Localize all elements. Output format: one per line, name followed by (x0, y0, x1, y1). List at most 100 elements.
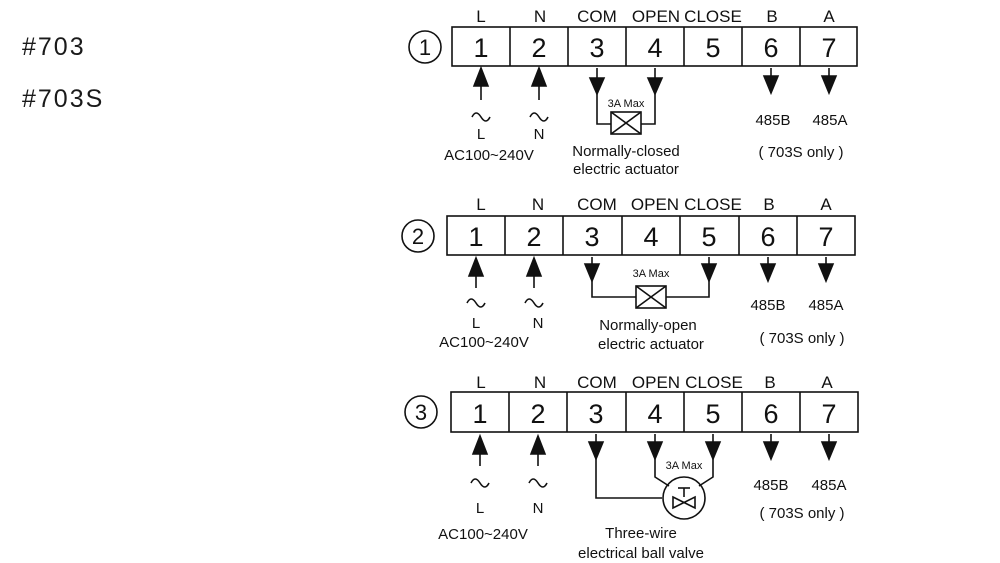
terminal-numbers: 1 2 3 4 5 6 7 (473, 33, 836, 63)
terminal-number: 1 (473, 33, 488, 63)
voltage-label: AC100~240V (439, 334, 529, 351)
terminal-header-a: A (821, 373, 833, 392)
power-input (466, 255, 544, 308)
terminal-header-n: N (534, 373, 546, 392)
terminal-header-b: B (764, 373, 775, 392)
terminal-header-com: COM (577, 373, 617, 392)
terminal-header-open: OPEN (632, 7, 680, 26)
arrow-down-icon (646, 77, 664, 96)
ac-wave-icon (529, 112, 549, 122)
terminal-header-l: L (476, 7, 485, 26)
arrow-down-icon (583, 263, 601, 284)
terminal-number: 4 (647, 33, 662, 63)
arrow-down-icon (646, 441, 664, 462)
rs485-a-label: 485A (811, 477, 846, 494)
terminal-number: 2 (530, 399, 545, 429)
diagram-number: 2 (412, 224, 424, 249)
terminal-header-l: L (476, 195, 485, 214)
load-label-line1: Normally-closed (572, 143, 680, 160)
rs485-note: ( 703S only ) (759, 330, 844, 347)
terminal-number: 2 (531, 33, 546, 63)
rs485-b-label: 485B (750, 297, 785, 314)
rs485-output (759, 257, 835, 284)
terminal-numbers: 1 2 3 4 5 6 7 (468, 222, 833, 252)
ac-wave-icon (470, 478, 490, 488)
ac-wave-icon (471, 112, 491, 122)
load-rating: 3A Max (608, 98, 645, 110)
terminal-header-close: CLOSE (684, 195, 742, 214)
rs485-output (762, 434, 838, 462)
arrow-down-icon (759, 263, 777, 284)
terminal-block (451, 26, 858, 67)
terminal-number: 5 (705, 399, 720, 429)
ball-valve-icon (662, 476, 706, 520)
rs485-output (762, 68, 838, 96)
terminal-number: 7 (821, 399, 836, 429)
load-label-line2: electric actuator (573, 161, 679, 178)
terminal-header-l: L (476, 373, 485, 392)
load-label-line1: Normally-open (599, 317, 697, 334)
arrow-down-icon (704, 441, 722, 462)
load-wiring (583, 257, 718, 309)
terminal-headers: L N COM OPEN CLOSE B A (476, 195, 832, 214)
diagram-number-circle (408, 30, 442, 64)
ac-wave-icon (524, 298, 544, 308)
diagram-number-circle (401, 219, 435, 253)
wiring-diagram-3: L N COM OPEN CLOSE B A 3 1 2 3 4 5 6 7 (404, 373, 859, 562)
arrow-up-icon (471, 433, 489, 455)
terminal-number: 7 (821, 33, 836, 63)
diagram-number-circle (404, 395, 438, 429)
arrow-down-icon (820, 441, 838, 462)
power-l-label: L (476, 500, 484, 517)
terminal-number: 3 (588, 399, 603, 429)
power-input (470, 433, 548, 488)
diagram-number: 1 (419, 35, 431, 60)
wiring-diagram-1: L N COM OPEN CLOSE B A 1 1 2 3 4 5 6 7 (408, 7, 858, 178)
load-wiring (587, 434, 722, 520)
power-input (471, 65, 549, 122)
terminal-number: 6 (760, 222, 775, 252)
load-label-line2: electrical ball valve (578, 545, 704, 562)
terminal-headers: L N COM OPEN CLOSE B A (476, 373, 833, 392)
load-label-line1: Three-wire (605, 525, 677, 542)
terminal-header-a: A (823, 7, 835, 26)
rs485-a-label: 485A (812, 112, 847, 129)
terminal-header-open: OPEN (632, 373, 680, 392)
terminal-number: 1 (468, 222, 483, 252)
voltage-label: AC100~240V (438, 526, 528, 543)
arrow-down-icon (700, 263, 718, 284)
terminal-headers: L N COM OPEN CLOSE B A (476, 7, 835, 26)
arrow-down-icon (762, 441, 780, 462)
rs485-note: ( 703S only ) (759, 505, 844, 522)
power-n-label: N (533, 315, 544, 332)
power-l-label: L (472, 315, 480, 332)
arrow-down-icon (587, 441, 605, 462)
model-label: #703 (22, 33, 86, 61)
power-n-label: N (533, 500, 544, 517)
load-rating: 3A Max (666, 460, 703, 472)
actuator-icon (610, 111, 642, 135)
arrow-down-icon (588, 77, 606, 96)
power-l-label: L (477, 126, 485, 143)
terminal-header-b: B (766, 7, 777, 26)
terminal-number: 7 (818, 222, 833, 252)
terminal-header-n: N (534, 7, 546, 26)
arrow-down-icon (820, 75, 838, 96)
terminal-block (450, 391, 859, 433)
terminal-number: 4 (643, 222, 658, 252)
terminal-number: 2 (526, 222, 541, 252)
terminal-header-close: CLOSE (684, 7, 742, 26)
load-rating: 3A Max (633, 268, 670, 280)
terminal-number: 6 (763, 33, 778, 63)
actuator-icon (635, 285, 667, 309)
terminal-numbers: 1 2 3 4 5 6 7 (472, 399, 836, 429)
model-label: #703S (22, 85, 105, 113)
arrow-up-icon (530, 65, 548, 87)
terminal-header-open: OPEN (631, 195, 679, 214)
terminal-number: 6 (763, 399, 778, 429)
terminal-number: 3 (589, 33, 604, 63)
ac-wave-icon (528, 478, 548, 488)
rs485-b-label: 485B (755, 112, 790, 129)
terminal-number: 5 (701, 222, 716, 252)
